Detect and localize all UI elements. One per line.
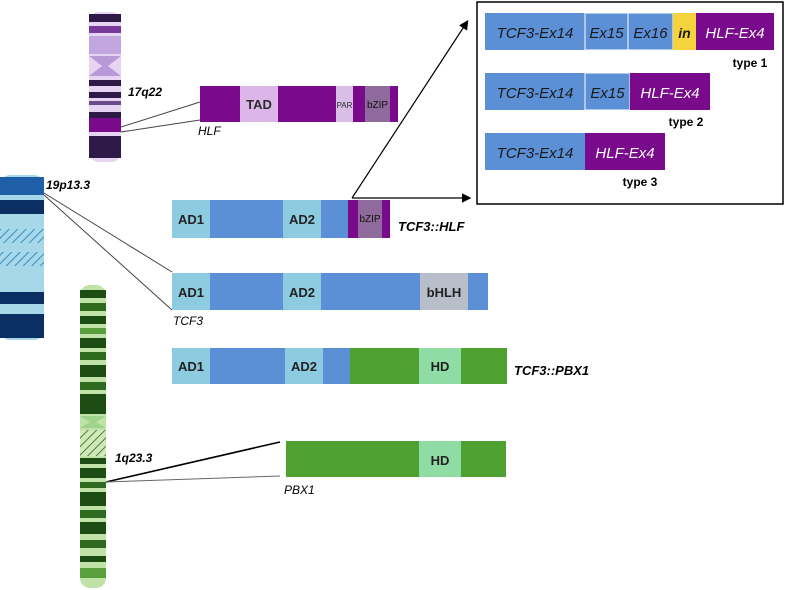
tcf3-label: TCF3 [173, 314, 203, 328]
chromosome-17 [89, 12, 121, 162]
hlf-domain-par: PAR [337, 101, 353, 110]
type3-exon-hlf: HLF-Ex4 [595, 145, 654, 162]
fusion-types-inset: TCF3-Ex14 Ex15 Ex16 in HLF-Ex4 type 1 TC… [476, 1, 784, 205]
pbx1-domain-hd: HD [431, 453, 450, 468]
type2-label: type 2 [669, 115, 704, 129]
type1-exon-16: Ex16 [633, 25, 668, 42]
tcf3-hlf-domain-ad1: AD1 [178, 212, 204, 227]
tcf3-hlf-label: TCF3::HLF [398, 219, 465, 234]
hlf-protein: TAD PAR bZIP [200, 86, 398, 122]
type3-exon-tcf3: TCF3-Ex14 [497, 145, 574, 162]
tcf3-pbx1-domain-ad1: AD1 [178, 359, 204, 374]
tcf3-domain-bhlh: bHLH [427, 285, 462, 300]
hlf-domain-tad: TAD [246, 97, 272, 112]
type1-label: type 1 [733, 56, 768, 70]
hlf-domain-bzip: bZIP [367, 100, 388, 111]
chr1-band-label: 1q23.3 [115, 451, 153, 465]
tcf3-pbx1-label: TCF3::PBX1 [514, 363, 589, 378]
chromosome-1 [80, 285, 106, 588]
hlf-label: HLF [198, 124, 221, 138]
type2-exon-15: Ex15 [590, 85, 625, 102]
tcf3-protein: AD1 AD2 bHLH [172, 273, 488, 310]
fusion-type-1: TCF3-Ex14 Ex15 Ex16 in HLF-Ex4 type 1 [485, 12, 774, 70]
type1-exon-tcf3: TCF3-Ex14 [497, 25, 574, 42]
chr19-band-label: 19p13.3 [46, 178, 90, 192]
chromosome-19 [0, 175, 44, 340]
fusion-type-2: TCF3-Ex14 Ex15 HLF-Ex4 type 2 [485, 72, 710, 129]
tcf3-hlf-fusion: AD1 AD2 bZIP [172, 200, 390, 238]
tcf3-hlf-domain-bzip: bZIP [359, 214, 380, 225]
tcf3-pbx1-fusion: AD1 AD2 HD [172, 348, 507, 384]
type3-label: type 3 [623, 175, 658, 189]
pbx1-label: PBX1 [284, 483, 315, 497]
chr17-band-label: 17q22 [128, 85, 162, 99]
type2-exon-tcf3: TCF3-Ex14 [497, 85, 574, 102]
type2-exon-hlf: HLF-Ex4 [640, 85, 699, 102]
tcf3-pbx1-domain-ad2: AD2 [291, 359, 317, 374]
tcf3-pbx1-domain-hd: HD [431, 359, 450, 374]
fusion-type-3: TCF3-Ex14 HLF-Ex4 type 3 [485, 133, 665, 189]
type1-intron: in [678, 25, 690, 41]
type1-exon-15: Ex15 [589, 25, 624, 42]
type1-exon-hlf: HLF-Ex4 [705, 25, 764, 42]
tcf3-domain-ad2: AD2 [289, 285, 315, 300]
pbx1-protein: HD [286, 441, 506, 477]
tcf3-hlf-domain-ad2: AD2 [289, 212, 315, 227]
tcf3-domain-ad1: AD1 [178, 285, 204, 300]
